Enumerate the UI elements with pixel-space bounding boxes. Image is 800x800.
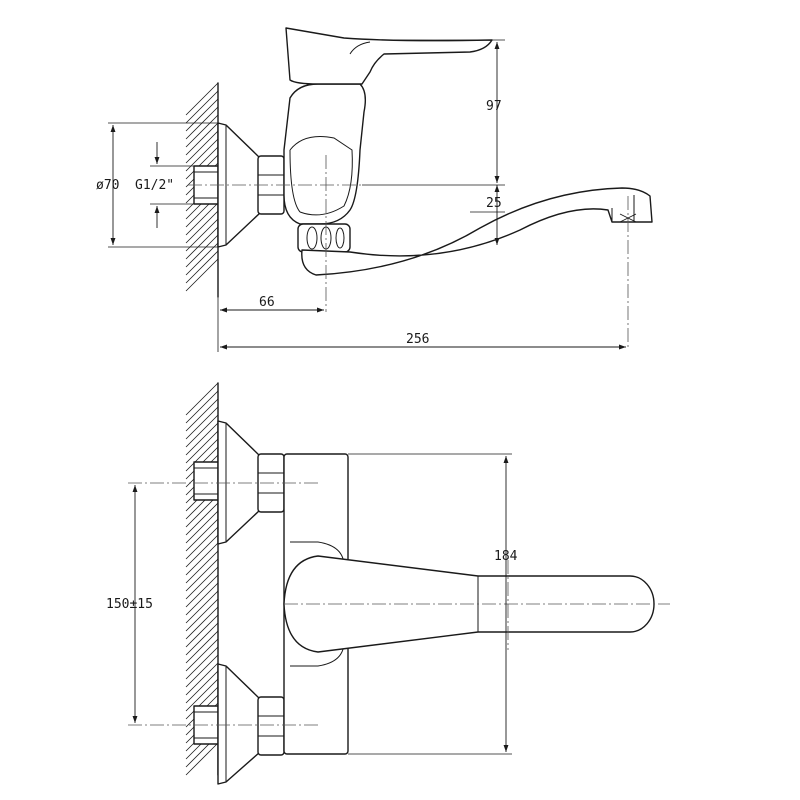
dim-flange-diameter: ø70 (96, 178, 119, 193)
front-view: 184 150±15 (106, 382, 670, 785)
dim-body-projection: 66 (259, 295, 275, 310)
side-view: 97 25 66 256 ø70 G1/2" (96, 27, 653, 352)
side-mixer-body (283, 83, 367, 225)
dim-center-distance: 150±15 (106, 597, 153, 612)
dim-height-top: 97 (486, 99, 502, 114)
front-upper-connection (193, 420, 285, 545)
dim-spout-offset: 25 (486, 196, 502, 211)
dim-total-projection: 256 (406, 332, 429, 347)
side-spout-collar (297, 223, 351, 253)
dim-front-height: 184 (494, 549, 518, 564)
side-lever-handle (285, 27, 493, 85)
dim-thread-size: G1/2" (135, 178, 174, 193)
